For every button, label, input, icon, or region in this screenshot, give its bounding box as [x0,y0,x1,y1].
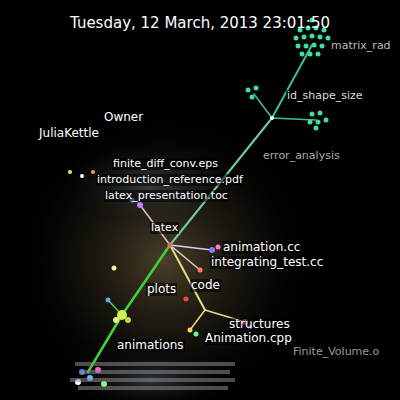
directory-label: error_analysis [262,150,341,162]
directory-label: animations [116,339,185,352]
file-label: Animation.cpp [204,332,293,345]
directory-label: plots [146,283,177,296]
file-label: latex_presentation.toc [104,190,229,202]
file-label: introduction_reference.pdf [96,174,244,186]
directory-label: matrix_rad [330,40,392,52]
directory-label: latex [150,222,179,234]
directory-label: id_shape_size [286,90,364,102]
timestamp-title: Tuesday, 12 March, 2013 23:01:50 [0,14,400,32]
user-label: Owner [103,111,144,124]
user-label: JuliaKettle [38,127,100,140]
directory-label: structures [228,318,291,331]
directory-label: code [190,279,221,292]
file-label: Finite_Volume.o [292,346,380,358]
file-label: animation.cc [222,241,301,254]
file-label: integrating_test.cc [210,256,324,269]
file-label: finite_diff_conv.eps [112,158,219,170]
